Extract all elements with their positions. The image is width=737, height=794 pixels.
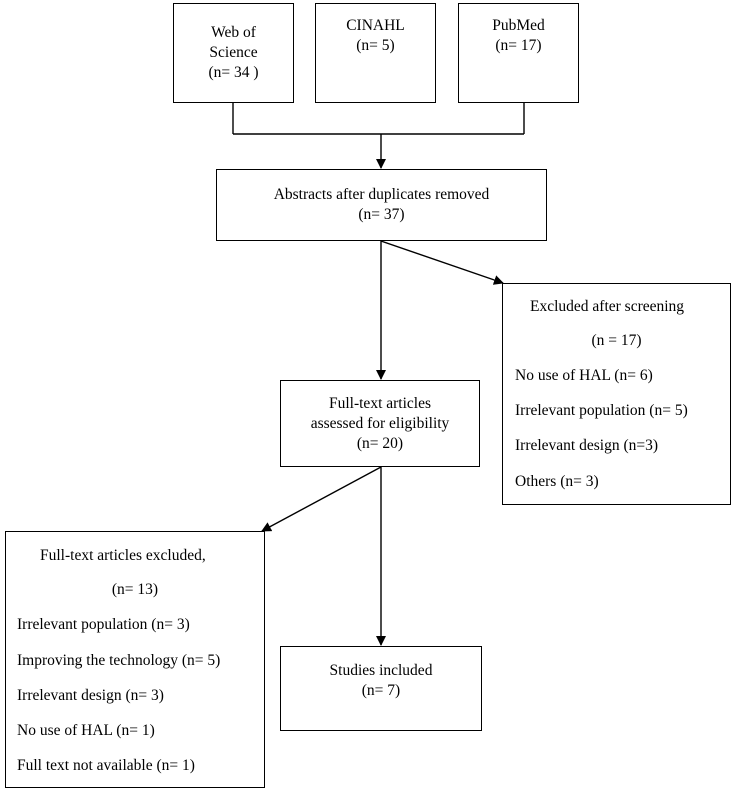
arrow-to-excluded-fulltext (261, 466, 382, 532)
source-box-cinahl: CINAHL (n= 5) (315, 3, 436, 103)
abstracts-count: (n= 37) (358, 206, 405, 223)
fulltext-box: Full-text articles assessed for eligibil… (280, 380, 480, 467)
excluded-fulltext-reason: Irrelevant population (n= 3) (17, 616, 190, 633)
excluded-fulltext-reason: Full text not available (n= 1) (17, 757, 195, 774)
source-box-pubmed: PubMed (n= 17) (458, 3, 579, 103)
included-count: (n= 7) (361, 682, 401, 699)
source-line: PubMed (492, 17, 545, 34)
excluded-fulltext-count: (n= 13) (111, 581, 159, 598)
excluded-screening-reason: Others (n= 3) (515, 473, 599, 490)
source-line: CINAHL (346, 17, 405, 34)
excluded-screening-count: (n = 17) (591, 332, 642, 349)
excluded-fulltext-reason: Irrelevant design (n= 3) (17, 687, 164, 704)
fulltext-label: Full-text articles (328, 394, 431, 412)
fulltext-label: assessed for eligibility (310, 414, 450, 432)
excluded-fulltext-reason: No use of HAL (n= 1) (17, 722, 155, 739)
abstracts-box: Abstracts after duplicates removed (n= 3… (216, 169, 547, 241)
excluded-screening-reason: Irrelevant design (n=3) (515, 437, 659, 454)
excluded-fulltext-reason: Improving the technology (n= 5) (17, 652, 221, 669)
source-count: (n= 17) (495, 37, 542, 54)
source-line: Science (209, 44, 258, 61)
excluded-fulltext-box: Full-text articles excluded, (n= 13) Irr… (5, 531, 265, 788)
excluded-screening-box: Excluded after screening (n = 17) No use… (502, 283, 731, 505)
excluded-screening-reason: Irrelevant population (n= 5) (515, 402, 688, 419)
excluded-fulltext-title: Full-text articles excluded, (40, 547, 206, 564)
source-count: (n= 34 ) (208, 64, 259, 81)
fulltext-count: (n= 20) (356, 434, 404, 452)
included-box: Studies included (n= 7) (280, 646, 482, 731)
arrow-to-excluded-screening (380, 240, 504, 285)
excluded-screening-reason: No use of HAL (n= 6) (515, 367, 653, 384)
excluded-screening-title: Excluded after screening (530, 298, 685, 315)
source-count: (n= 5) (356, 37, 395, 54)
included-label: Studies included (329, 662, 433, 679)
source-line: Web of (211, 24, 256, 41)
source-box-web-of-science: Web of Science (n= 34 ) (173, 3, 294, 103)
abstracts-label: Abstracts after duplicates removed (273, 186, 490, 203)
